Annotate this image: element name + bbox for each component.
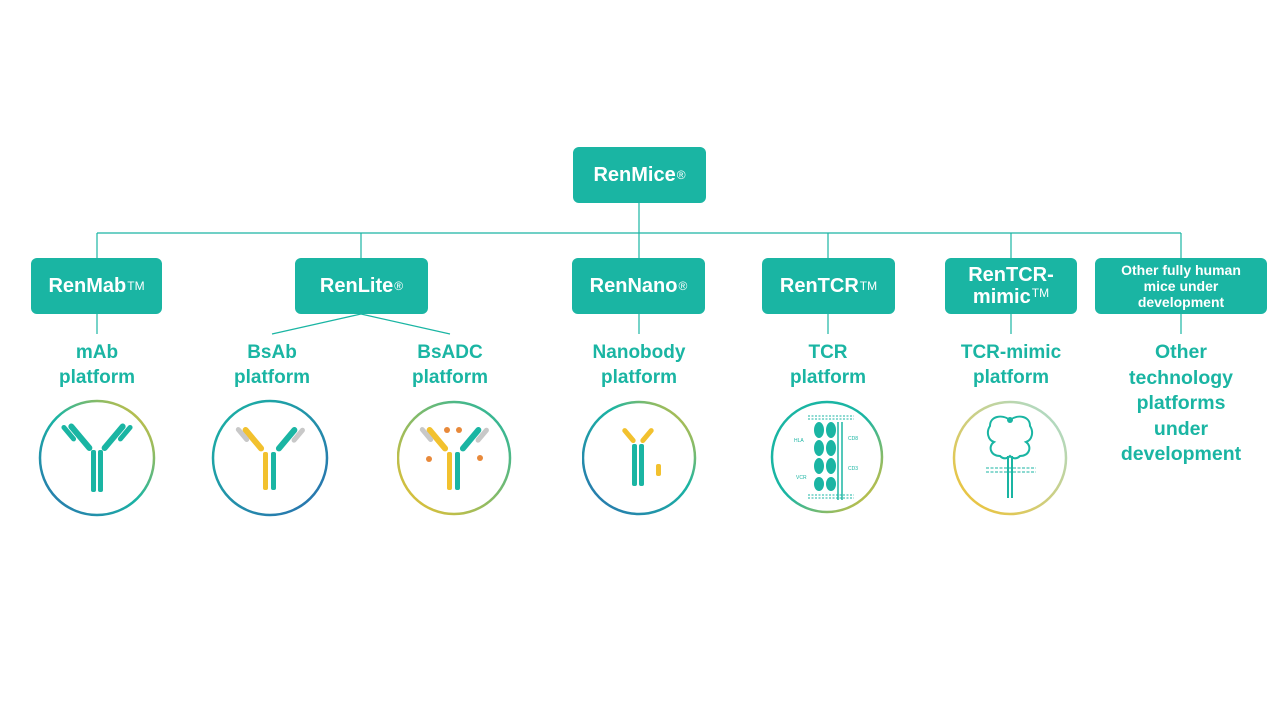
rentcr-mimic-label-line2: mimic	[972, 286, 1031, 308]
other-mice-line2: mice under	[1143, 277, 1219, 294]
label-line: platform	[412, 367, 488, 388]
label-line: platform	[59, 367, 135, 388]
label-line: TCR-mimic	[960, 342, 1062, 363]
bsadc-platform-label: BsADC platform	[390, 340, 510, 390]
mab-platform-label: mAb platform	[37, 340, 157, 390]
label-line: platform	[234, 367, 310, 388]
bsab-platform-label: BsAb platform	[212, 340, 332, 390]
rennano-label: RenNano	[589, 275, 678, 297]
other-mice-line3: development	[1137, 294, 1225, 311]
registered-mark: ®	[676, 168, 686, 183]
rentcr-mimic-box: RenTCR- mimicTM	[945, 258, 1077, 314]
tcr-mimic-icon	[952, 400, 1068, 516]
bispecific-antibody-icon	[211, 399, 329, 517]
cd3-text: CD3	[848, 466, 858, 472]
label-line: TCR	[808, 342, 848, 363]
tcr-mimic-platform-label: TCR-mimic platform	[941, 340, 1081, 390]
trademark-mark: TM	[1031, 286, 1050, 300]
label-line: BsADC	[417, 342, 483, 363]
label-line: development	[1120, 443, 1242, 465]
nanobody-platform-label: Nanobody platform	[569, 340, 709, 390]
renlite-label: RenLite	[319, 275, 394, 297]
registered-mark: ®	[678, 279, 688, 294]
label-line: platform	[601, 367, 677, 388]
label-line: BsAb	[247, 342, 297, 363]
nanobody-icon	[582, 400, 697, 516]
label-line: Other	[1154, 341, 1207, 363]
tcr-icon: HLA CD8 CD3 VCR	[770, 400, 884, 514]
mab-antibody-icon	[38, 399, 156, 517]
tcr-platform-label: TCR platform	[768, 340, 888, 390]
cd8-text: CD8	[848, 436, 858, 442]
rennano-box: RenNano®	[572, 258, 705, 314]
label-line: mAb	[75, 342, 119, 363]
bispecific-adc-icon	[397, 400, 512, 516]
label-line: platforms	[1136, 392, 1226, 414]
renmice-label: RenMice	[593, 164, 676, 186]
label-line: Nanobody	[592, 342, 686, 363]
label-line: under	[1153, 417, 1209, 440]
rentcr-mimic-label-line1: RenTCR-	[968, 264, 1054, 286]
renmab-label: RenMab	[48, 275, 127, 297]
other-platform-label: Other technology platforms under develop…	[1101, 340, 1261, 468]
label-line: platform	[790, 367, 866, 388]
rentcr-label: RenTCR	[779, 275, 859, 297]
label-line: platform	[973, 367, 1049, 388]
trademark-mark: TM	[127, 279, 145, 294]
trademark-mark: TM	[859, 279, 878, 294]
hla-text: HLA	[794, 438, 804, 444]
other-mice-line1: Other fully human	[1121, 261, 1241, 278]
registered-mark: ®	[394, 279, 404, 294]
other-mice-box: Other fully human mice under development	[1095, 258, 1267, 314]
renmice-box: RenMice®	[573, 147, 706, 203]
renlite-box: RenLite®	[295, 258, 428, 314]
label-line: technology	[1128, 366, 1233, 389]
vcr-text: VCR	[796, 475, 807, 481]
